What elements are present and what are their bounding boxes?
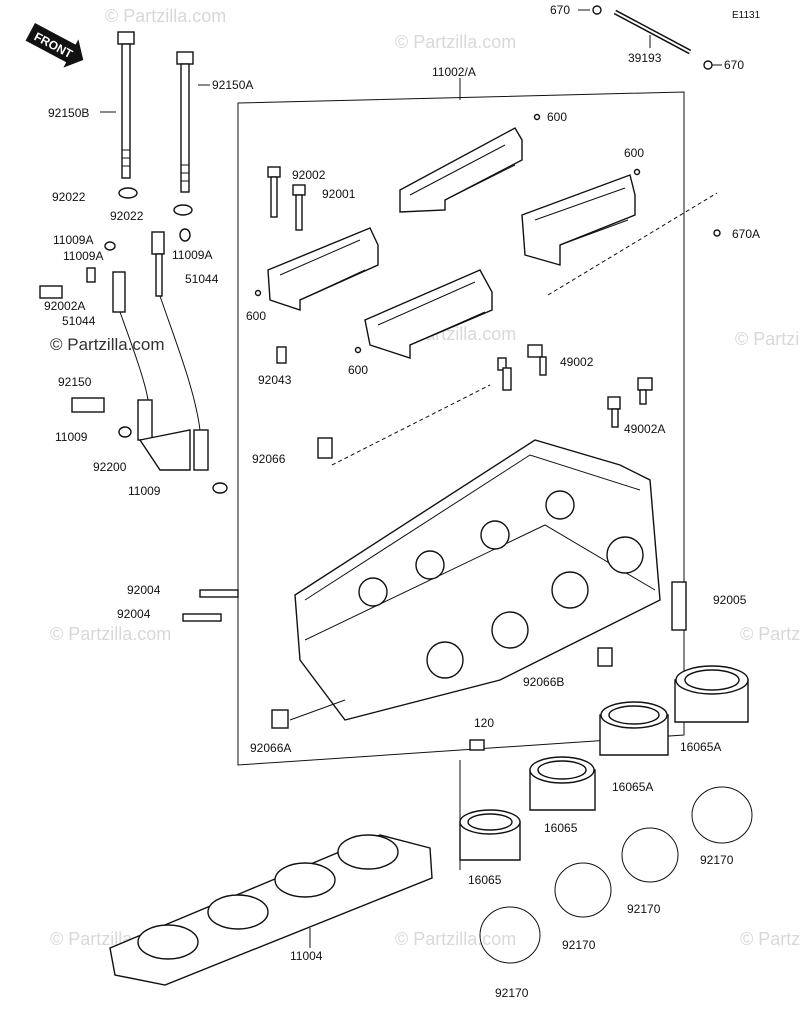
label-92066: 92066 [252, 452, 286, 466]
dowel-600 [254, 289, 262, 297]
washer-670a [713, 229, 721, 237]
label-16065: 16065 [544, 821, 578, 835]
bolt-92002 [267, 166, 281, 218]
watermark: © Partzilla.com [735, 329, 800, 349]
label-600: 600 [246, 309, 266, 323]
watermark: © Partzilla.com [395, 32, 516, 52]
label-11009: 11009 [128, 484, 161, 498]
label-92066b: 92066B [523, 675, 564, 689]
dowel-92043 [276, 346, 287, 364]
label-92150b: 92150B [48, 106, 89, 120]
label-92170: 92170 [562, 938, 596, 952]
oil-pipe-39193 [578, 5, 722, 70]
label-16065: 16065 [468, 873, 502, 887]
label-49002a: 49002A [624, 422, 665, 436]
plug-92066b [597, 647, 613, 667]
intake-holder-16065 [529, 756, 596, 811]
label-51044: 51044 [62, 314, 96, 328]
oil-line-assembly [39, 228, 228, 494]
label-670: 670 [550, 3, 570, 17]
label-92150a: 92150A [212, 78, 253, 92]
washer-92022 [118, 187, 138, 199]
head-gasket-11004 [109, 834, 433, 986]
label-600: 600 [547, 110, 567, 124]
camshaft-cap [521, 174, 636, 266]
label-670a: 670A [732, 227, 760, 241]
label-92001: 92001 [322, 187, 356, 201]
cylinder-head [294, 439, 661, 721]
label-11009a: 11009A [53, 233, 93, 247]
clamp-92170 [554, 862, 612, 918]
dowel-600 [354, 346, 362, 354]
camshaft-cap [267, 227, 379, 311]
watermark: © Partzilla.com [50, 624, 171, 644]
clamp-92170 [621, 827, 679, 883]
washer-92022 [173, 204, 193, 216]
dowel-600 [533, 113, 541, 121]
label-92170: 92170 [495, 986, 529, 1000]
label-92043: 92043 [258, 373, 292, 387]
label-92150: 92150 [58, 375, 92, 389]
label-92022: 92022 [52, 190, 86, 204]
label-92066a: 92066A [250, 741, 291, 755]
plug-92066 [317, 437, 333, 459]
plug-92066a [271, 709, 289, 729]
watermark-bold: © Partzilla.com [50, 335, 165, 354]
intake-holder-16065a [674, 665, 749, 723]
label-92170: 92170 [700, 853, 734, 867]
label-49002: 49002 [560, 355, 594, 369]
label-670: 670 [724, 58, 744, 72]
label-600: 600 [348, 363, 368, 377]
label-92200: 92200 [93, 460, 127, 474]
label-11009: 11009 [55, 430, 88, 444]
label-92170: 92170 [627, 902, 661, 916]
clamp-92170 [691, 786, 753, 844]
camshaft-cap [399, 127, 523, 213]
bolt-92150b [117, 31, 135, 179]
stud-92004 [199, 589, 239, 598]
front-arrow-icon: FRONT [25, 23, 84, 68]
label-92022: 92022 [110, 209, 144, 223]
label-16065a: 16065A [612, 780, 653, 794]
label-92004: 92004 [127, 583, 161, 597]
label-600: 600 [624, 146, 644, 160]
label-11009a: 11009A [172, 248, 212, 262]
watermark: © Partzilla.com [740, 929, 800, 949]
label-39193: 39193 [628, 51, 662, 65]
label-16065a: 16065A [680, 740, 721, 754]
watermark: © Partzilla.com [740, 624, 800, 644]
screw-120 [469, 739, 485, 751]
label-92004: 92004 [117, 607, 151, 621]
label-92002: 92002 [292, 168, 326, 182]
label-11009a: 11009A [63, 249, 103, 263]
camshaft-cap [364, 269, 493, 359]
head-assembly-outline [237, 91, 685, 766]
part-labels: 670 39193 670 11002/A 92150B 92150A 600 … [44, 3, 760, 1000]
clamp-92170 [479, 906, 541, 964]
label-11004: 11004 [290, 949, 323, 963]
watermark: © Partzilla.com [105, 6, 226, 26]
ref-code: E1131 [732, 10, 761, 21]
label-51044: 51044 [185, 272, 219, 286]
bolt-92001 [292, 184, 306, 231]
watermarks: © Partzilla.com © Partzilla.com © Partzi… [50, 6, 800, 949]
bolt-92005 [671, 581, 687, 631]
label-92002a: 92002A [44, 299, 85, 313]
label-92005: 92005 [713, 593, 747, 607]
label-11002a: 11002/A [432, 65, 476, 79]
intake-holder-16065a [599, 701, 669, 756]
intake-holder-16065 [459, 809, 521, 861]
valve-49002a [607, 377, 653, 428]
bolt-92150a [176, 51, 210, 193]
valve-49002 [497, 344, 547, 391]
stud-92004 [182, 613, 222, 622]
dowel-600 [633, 168, 641, 176]
label-120: 120 [474, 716, 494, 730]
watermark: © Partzilla.com [395, 929, 516, 949]
